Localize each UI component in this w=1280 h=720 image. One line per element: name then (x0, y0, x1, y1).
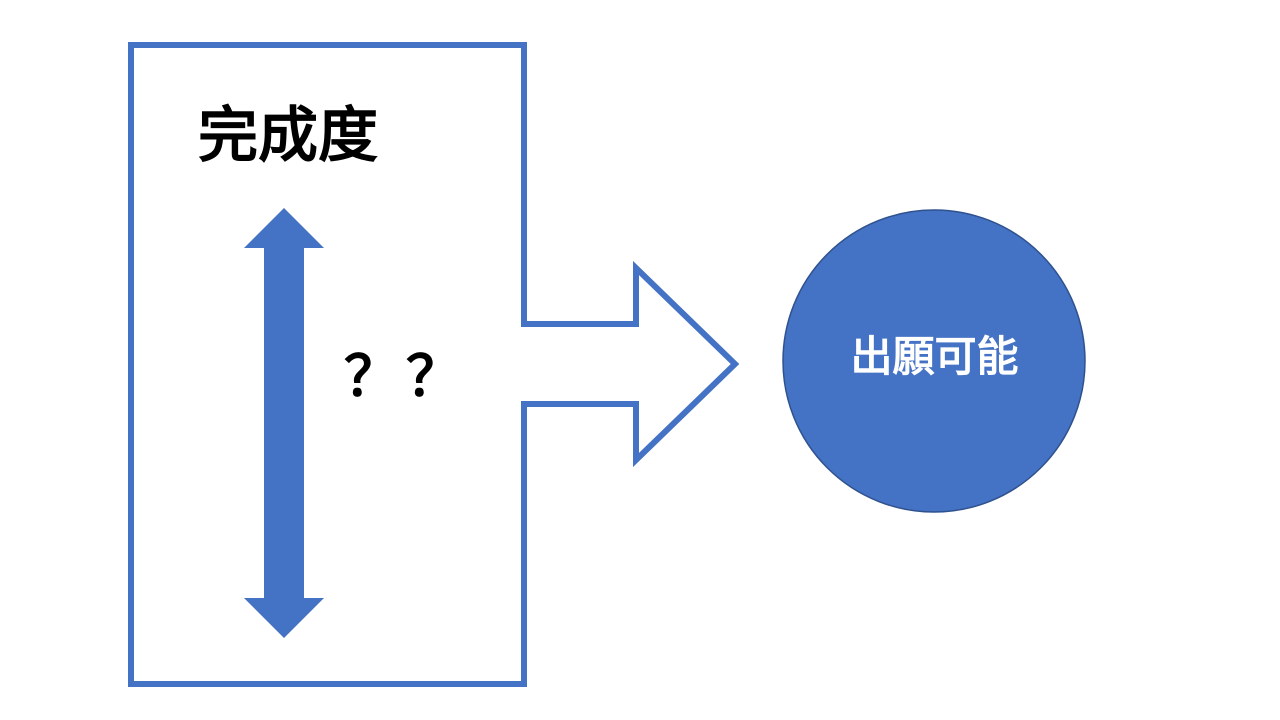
double-headed-arrow-icon (244, 208, 324, 638)
box-with-arrow-outline (128, 42, 740, 687)
uncertainty-text: ？？ (344, 345, 468, 410)
completion-title: 完成度 (198, 101, 378, 171)
circle-label: 出願可能 (850, 332, 1019, 381)
result-circle (782, 209, 1086, 513)
